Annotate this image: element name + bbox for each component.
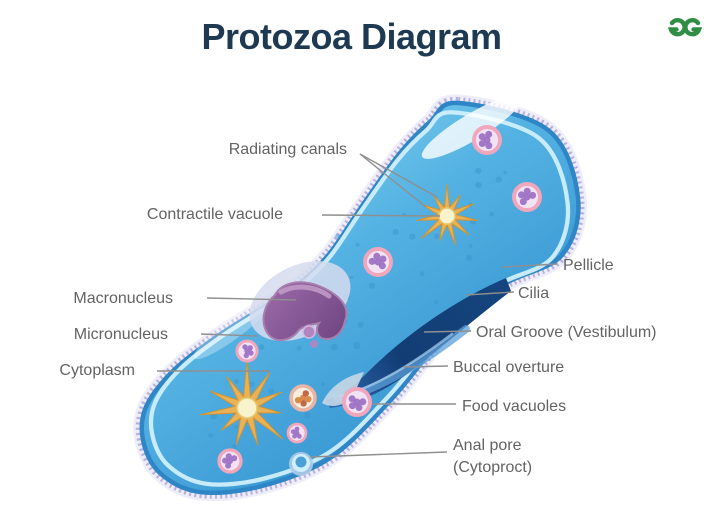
label-micronucleus: Micronucleus <box>73 326 168 343</box>
contractile-vacuole-center <box>438 207 456 225</box>
micronucleus-shape <box>302 325 316 339</box>
contractile-vacuole-center <box>236 397 258 419</box>
buccal-overture-funnel <box>322 372 364 406</box>
label-macronucleus: Macronucleus <box>73 290 173 307</box>
cytoplasm-dot <box>303 411 311 419</box>
food-vacuoles-group <box>217 125 542 474</box>
cytoplasm-dot <box>234 379 239 384</box>
label-oral-groove: Oral Groove (Vestibulum) <box>476 324 657 341</box>
cytoplasm-dot <box>368 282 375 289</box>
cytoplasm-dot <box>349 275 354 279</box>
leader-anal-pore <box>309 451 448 458</box>
page-title: Protozoa Diagram <box>201 16 502 57</box>
cytoplasm-dot <box>330 343 338 351</box>
food-vacuole <box>363 247 393 277</box>
label-cytoplasm: Cytoplasm <box>59 362 135 379</box>
gloss-highlight <box>421 95 523 159</box>
cytoplasm-dot <box>434 300 439 305</box>
leader-micronucleus <box>200 333 259 337</box>
label-contractile-vacuole: Contractile vacuole <box>146 206 283 223</box>
cytoplasm-dot <box>258 344 265 350</box>
cytoplasm-dot <box>475 181 482 189</box>
cytoplasm-dot <box>409 233 416 240</box>
leader-contractile-vacuole <box>321 214 441 217</box>
cytoplasm-dot <box>392 228 399 236</box>
cytoplasm-dot <box>248 381 255 387</box>
cytoplasm-dot <box>232 444 237 449</box>
cytoplasm-dot <box>495 176 502 183</box>
food-vacuole <box>286 422 308 444</box>
label-radiating-canals: Radiating canals <box>228 141 347 158</box>
geeksforgeeks-logo-icon <box>668 18 702 37</box>
label-cilia: Cilia <box>518 285 550 302</box>
cytoplasm-dot <box>234 424 239 429</box>
label-anal-pore: Anal pore (Cytoproct) <box>453 435 532 479</box>
leader-pellicle <box>501 263 558 268</box>
leader-oral-groove <box>423 330 472 333</box>
cytoplasm-dot <box>475 167 482 174</box>
cytoplasm-dot <box>434 233 440 239</box>
nucleus-group <box>249 261 351 348</box>
cytoplasm-dot <box>268 388 274 395</box>
anal-pore-shape <box>289 452 313 476</box>
leader-macronucleus <box>206 297 297 301</box>
oral-groove-shape <box>326 278 511 408</box>
cytoplasm-dot <box>335 234 340 239</box>
cytoplasm-dot <box>357 321 364 328</box>
cytoplasm-dot <box>489 211 495 217</box>
leader-buccal-overture <box>403 365 449 368</box>
micronucleus-shape <box>310 340 318 348</box>
cytoplasm-dot <box>355 242 360 247</box>
cytoplasm-dot <box>419 271 425 277</box>
leader-lines <box>157 153 558 458</box>
leader-cilia <box>465 291 515 296</box>
contractile-vacuole-star <box>199 360 284 446</box>
label-anal-pore-line2: (Cytoproct) <box>453 459 533 476</box>
food-vacuole-with-particles <box>289 384 317 412</box>
cytoplasm-dot <box>468 244 473 248</box>
leader-radiating-canals <box>359 153 427 208</box>
food-vacuole <box>342 387 372 417</box>
label-food-vacuoles: Food vacuoles <box>462 398 567 415</box>
cytoplasm-dot <box>296 345 302 351</box>
leader-radiating-canals <box>359 153 438 198</box>
food-vacuole <box>472 125 502 155</box>
label-buccal-overture: Buccal overture <box>453 359 565 376</box>
cytoplasm-dot <box>321 382 325 386</box>
food-vacuole <box>217 448 243 474</box>
label-pellicle: Pellicle <box>563 257 614 274</box>
cytoplasm-dot <box>465 254 473 261</box>
food-vacuole <box>235 339 259 363</box>
cytoplasm-dot <box>353 342 361 350</box>
food-vacuole <box>512 182 542 212</box>
label-anal-pore-line1: Anal pore <box>453 437 522 454</box>
contractile-vacuole-star <box>416 184 479 246</box>
cytoplasm-dot <box>503 170 508 175</box>
inner-membrane-line <box>148 110 571 487</box>
macronucleus-highlight <box>278 284 332 299</box>
cytoplasm-dot <box>208 433 214 438</box>
